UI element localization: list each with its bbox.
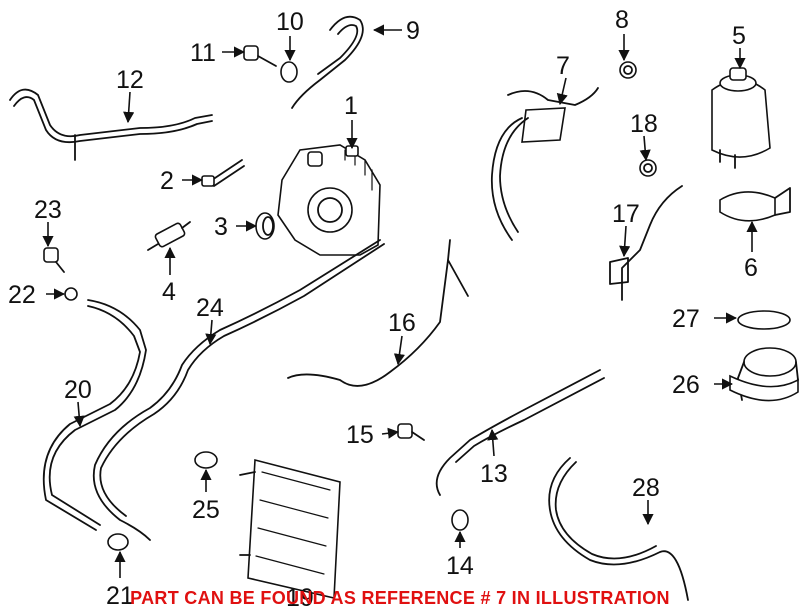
bracket-17	[609, 185, 683, 301]
o-ring-14	[451, 509, 469, 531]
callout-20: 20	[64, 376, 92, 404]
callout-27: 27	[672, 305, 700, 333]
o-ring-10	[280, 61, 298, 83]
cooler-19	[239, 458, 341, 599]
callout-2: 2	[160, 167, 174, 195]
pressure-hose-9	[291, 15, 364, 109]
callout-14: 14	[446, 552, 474, 580]
reservoir-5	[711, 67, 771, 169]
callout-3: 3	[214, 213, 228, 241]
callout-7: 7	[556, 52, 570, 80]
callout-21: 21	[106, 582, 134, 610]
callout-4: 4	[162, 278, 176, 306]
callout-24: 24	[196, 294, 224, 322]
callout-15: 15	[346, 421, 374, 449]
o-ring-27	[737, 310, 791, 330]
callout-22: 22	[8, 281, 36, 309]
bolt-11	[243, 45, 277, 67]
bolt-15	[397, 423, 425, 441]
bolt-23	[43, 247, 65, 273]
callout-9: 9	[406, 17, 420, 45]
bracket-26	[729, 347, 799, 402]
clamp-18	[639, 159, 657, 177]
callout-numbers: 1 2 3 4 5 6 7 8 9 10 11 12 13 14 15 16 1…	[8, 6, 758, 612]
hose-13	[435, 369, 605, 496]
clamp-25	[194, 451, 218, 469]
line-24	[92, 239, 385, 541]
callout-25: 25	[192, 496, 220, 524]
callout-18: 18	[630, 110, 658, 138]
power-steering-pump	[277, 144, 381, 256]
o-ring-22	[64, 287, 78, 301]
clamp-8	[619, 61, 637, 79]
callout-23: 23	[34, 196, 62, 224]
reservoir-bracket-6	[719, 187, 791, 222]
callout-leaders	[42, 24, 758, 578]
callout-1: 1	[344, 92, 358, 120]
callout-16: 16	[388, 309, 416, 337]
return-hose-7	[490, 87, 599, 241]
line-16	[287, 239, 469, 387]
reference-note: PART CAN BE FOUND AS REFERENCE # 7 IN IL…	[130, 588, 670, 608]
bolt-2	[201, 159, 245, 187]
pipe-12	[9, 88, 213, 161]
clamp-21	[107, 533, 129, 551]
callout-19: 19	[286, 584, 314, 612]
hose-20	[42, 299, 147, 531]
callout-6: 6	[744, 254, 758, 282]
callout-17: 17	[612, 200, 640, 228]
hose-28	[548, 457, 689, 601]
callout-11: 11	[190, 39, 216, 67]
clamp-ring-3	[255, 212, 275, 240]
callout-28: 28	[632, 474, 660, 502]
callout-10: 10	[276, 8, 304, 36]
inline-filter-4	[147, 221, 191, 251]
callout-5: 5	[732, 22, 746, 50]
callout-8: 8	[615, 6, 629, 34]
callout-13: 13	[480, 460, 508, 488]
callout-12: 12	[116, 66, 144, 94]
callout-26: 26	[672, 371, 700, 399]
